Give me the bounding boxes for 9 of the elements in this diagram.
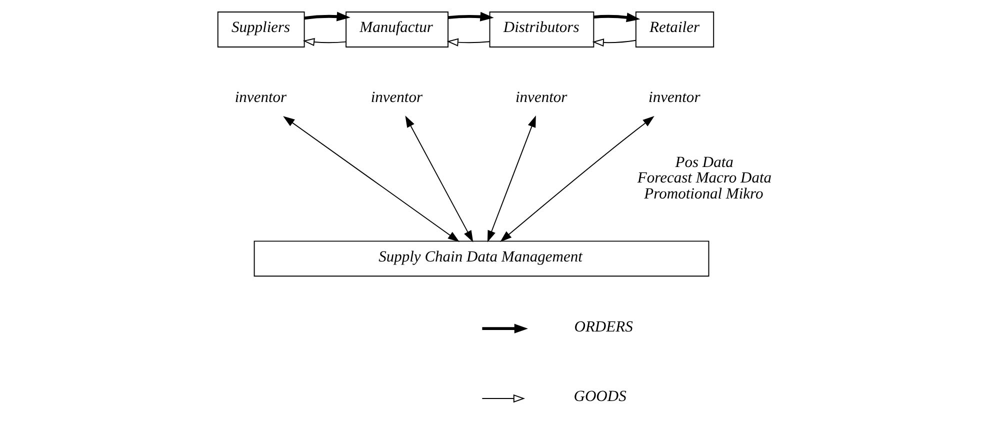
label: Pos Data	[675, 154, 734, 172]
node-text: inventor	[370, 89, 423, 106]
node-text: inventor	[234, 89, 287, 106]
label: Promotional Mikro	[644, 185, 764, 202]
legend-label: ORDERS	[574, 318, 633, 336]
node-text: inventor	[516, 89, 568, 106]
legend-label: GOODS	[574, 388, 626, 406]
node-text: inventor	[648, 89, 700, 106]
label: Forecast Macro Data	[637, 170, 772, 187]
